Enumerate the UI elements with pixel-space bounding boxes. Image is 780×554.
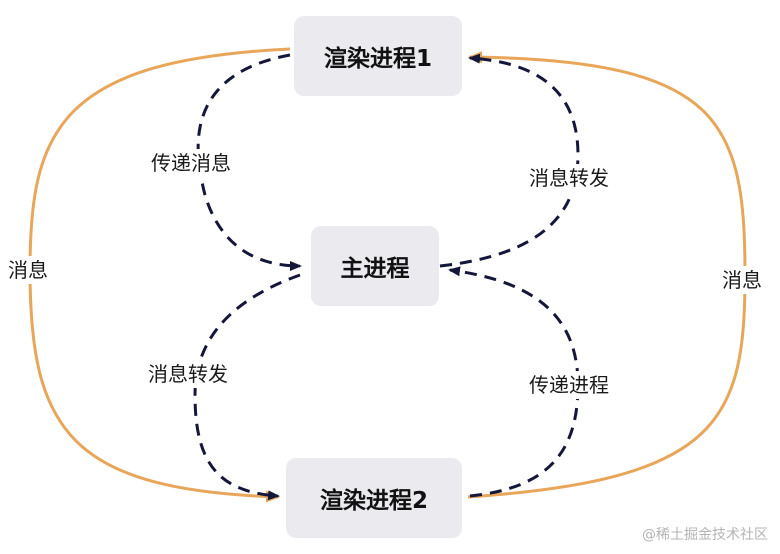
label-pass-message: 传递消息 [149,149,233,177]
arrow-renderer2-to-main [448,266,580,498]
watermark: @稀土掘金技术社区 [642,527,768,543]
label-forward-message-top: 消息转发 [527,164,611,192]
node-renderer-process-2: 渲染进程2 [286,458,462,538]
node-renderer-process-1: 渲染进程1 [294,16,462,96]
arrow-renderer1-to-main [196,53,302,271]
label-message-left: 消息 [6,256,50,284]
arrow-renderer1-to-renderer2-left [28,47,291,503]
label-message-right: 消息 [720,266,764,294]
label-pass-process: 传递进程 [527,371,611,399]
arrow-main-to-renderer1 [439,53,580,268]
arrow-main-to-renderer2 [193,273,301,501]
node-main-process: 主进程 [311,226,439,306]
arrow-renderer2-to-renderer1-right [467,51,747,499]
label-forward-message-bottom: 消息转发 [146,360,230,388]
